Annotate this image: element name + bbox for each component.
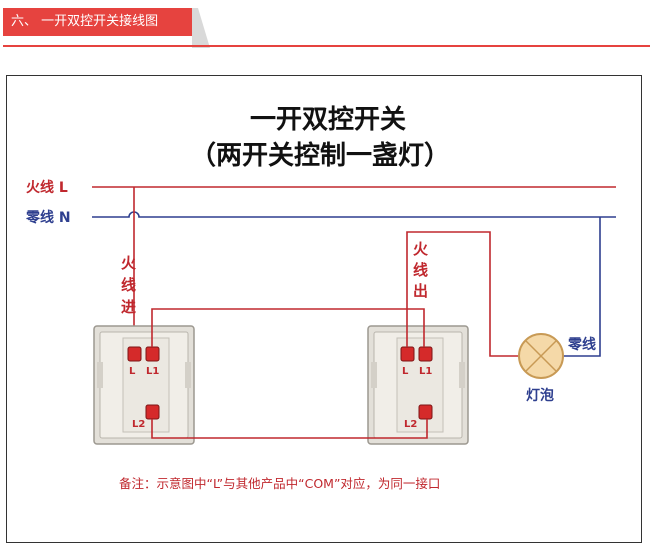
live-out-label-3: 出 [413,282,428,300]
live-out-label-1: 火 [413,240,429,258]
traveler-wire-l2 [151,419,428,439]
live-out-label-2: 线 [413,261,428,279]
live-out-wire [406,231,519,357]
switch-2-terminal-l1 [418,346,433,362]
switch-1-terminal-l2 [145,404,160,420]
diagram-note: 备注：示意图中“L”与其他产品中“COM”对应，为同一接口 [119,476,440,491]
switch-1-label-l1: L1 [146,366,159,377]
diagram-subtitle: （两开关控制一盏灯） [190,140,450,171]
switch-2-label-l1: L1 [419,366,432,377]
traveler-wire-l1 [151,308,425,347]
lamp-icon [518,333,564,379]
switch-2-terminal-l [400,346,415,362]
switch-2-terminal-l2 [418,404,433,420]
live-wire-label: 火线 L [26,179,68,196]
switch-1-label-l: L [129,366,136,377]
lamp-neutral-label: 零线 [567,336,596,353]
switch-2-label-l: L [402,366,409,377]
section-title: 六、 一开双控开关接线图 [3,8,192,36]
diagram-title: 一开双控开关 [250,105,406,135]
section-header: 六、 一开双控开关接线图 [0,0,650,48]
switch-1-terminal-l [127,346,142,362]
live-in-label-3: 进 [121,298,136,316]
switch-1-terminal-l1 [145,346,160,362]
lamp-label: 灯泡 [526,387,554,404]
switch-2 [367,325,469,445]
lamp-neutral-wire [563,217,601,357]
switch-1 [93,325,195,445]
switch-2-label-l2: L2 [404,419,417,430]
neutral-wire-line [92,211,616,218]
live-in-label-2: 线 [121,276,136,294]
tag-fold-decoration [192,8,210,48]
header-divider [3,45,650,47]
neutral-wire-label: 零线 N [25,209,71,226]
live-in-label-1: 火 [121,254,137,272]
switch-1-label-l2: L2 [132,419,145,430]
